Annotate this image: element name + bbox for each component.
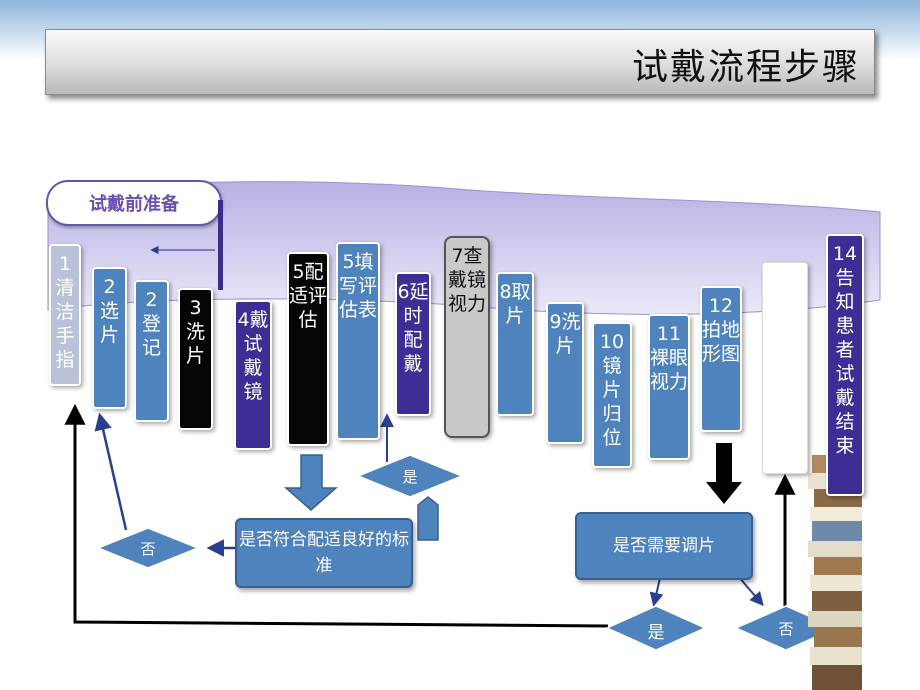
prep-connector [218,200,223,290]
step-5a: 5配适评估 [287,252,329,446]
step-3: 3洗片 [178,288,213,430]
arrow-to-no-right [737,575,764,607]
diamond-no-left-label: 否 [140,540,156,558]
diamond-yes-mid [355,454,465,498]
down-arrow-fit [284,454,338,511]
decision-fit-box: 是否符合配适良好的标准 [235,518,413,588]
small-marker [417,496,439,541]
step-8: 8取片 [496,272,534,416]
step-12: 12拍地形图 [700,286,742,432]
diamond-yes-mid-label: 是 [402,468,418,486]
decision-adjust-box: 是否需要调片 [575,512,753,580]
step-14: 14告知患者试戴结束 [826,234,864,496]
page-title: 试戴流程步骤 [631,47,860,88]
step-2a: 2选片 [92,267,127,409]
down-arrow-adjust [706,443,742,504]
step-6: 6延时配戴 [395,272,431,416]
diamond-no-right-label: 否 [778,620,794,638]
title-bar: 试戴流程步骤 [45,29,875,95]
step-1: 1清洁手指 [49,244,81,386]
arrow-to-yes-bottom [649,577,664,607]
diamond-yes-bottom [605,605,707,651]
step-2b: 2登记 [134,280,169,422]
step-5b: 5填写评估表 [336,242,380,440]
diamond-yes-bottom-label: 是 [647,623,665,643]
return-line-to-step1 [64,403,609,628]
arrow-no-to-step2 [94,412,128,531]
step-7: 7查戴镜视力 [444,236,490,438]
step-13 [762,262,808,474]
diamond-no-left [95,527,201,569]
step-9: 9洗片 [546,302,584,444]
step-10: 10镜片归位 [592,322,632,468]
prep-label: 试戴前准备 [46,180,222,226]
step-11: 11裸眼视力 [648,314,690,460]
step-4: 4戴试戴镜 [234,300,272,450]
